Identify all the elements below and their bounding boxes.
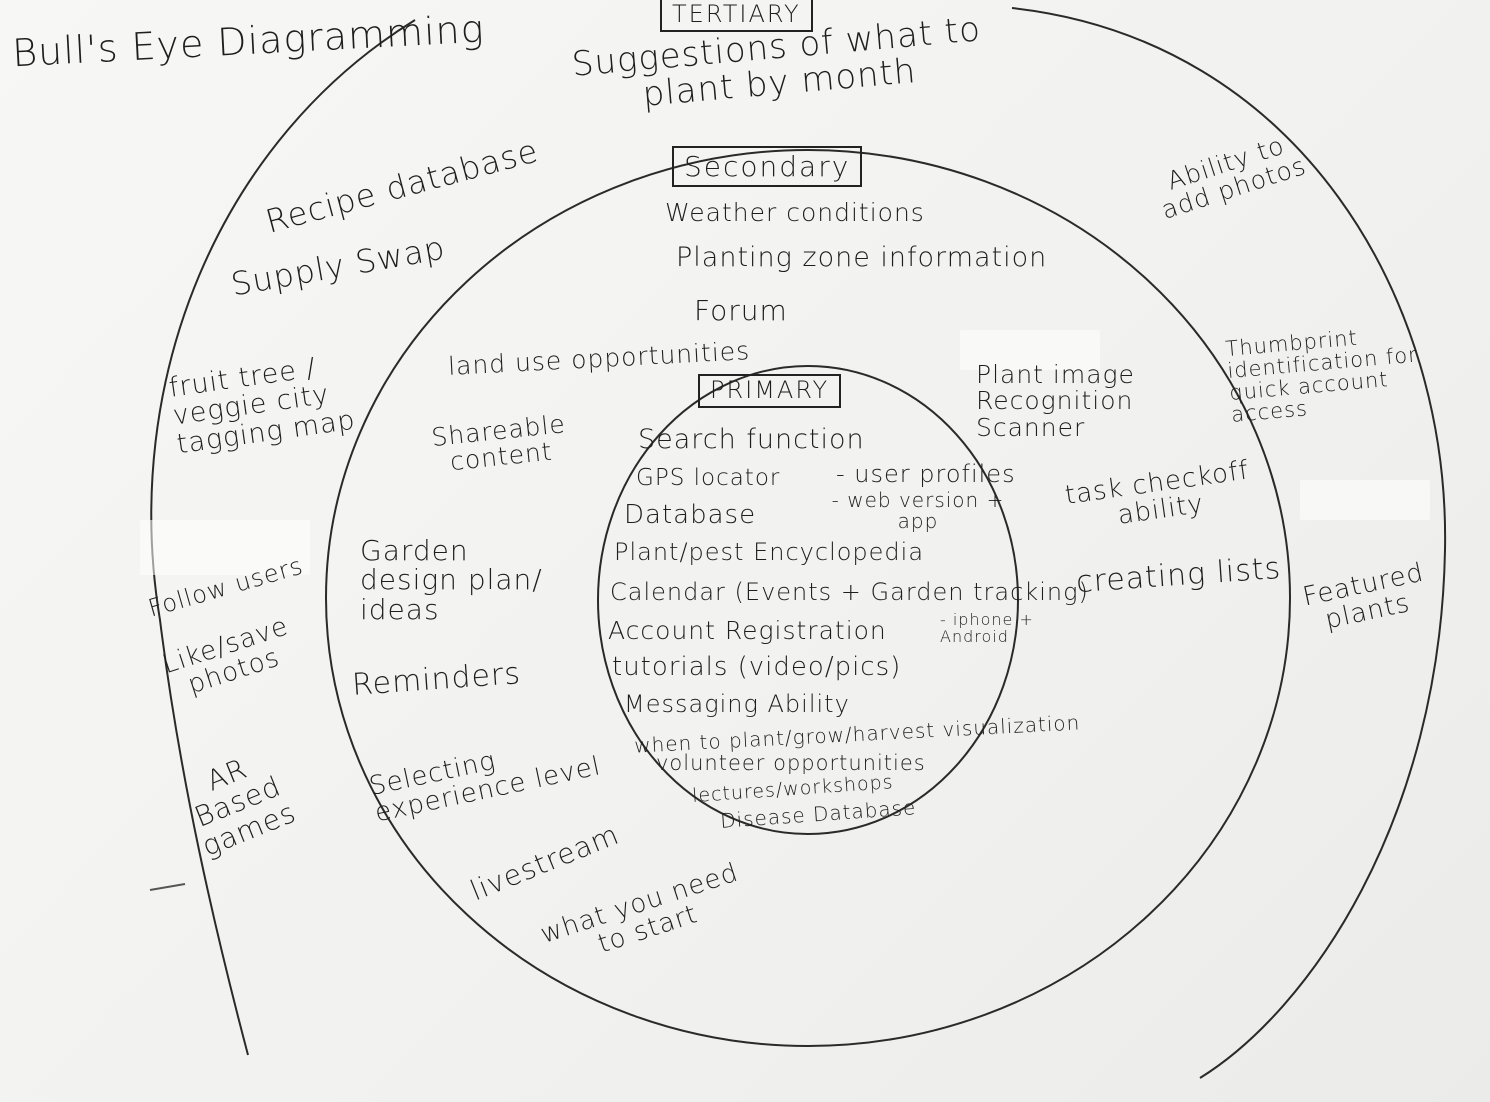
tape-patch	[960, 330, 1100, 370]
primary-item-search: Search function	[638, 424, 865, 455]
secondary-item-plant-scanner: Plant image Recognition Scanner	[976, 360, 1135, 442]
secondary-item-forum: Forum	[694, 294, 788, 327]
primary-item-calendar: Calendar (Events + Garden tracking)	[610, 578, 1089, 606]
secondary-item-weather: Weather conditions	[665, 198, 925, 227]
outer-ring-right-arc	[1011, 7, 1447, 1079]
tape-patch	[140, 520, 310, 575]
primary-item-account-registration: Account Registration	[608, 616, 887, 645]
primary-item-tutorials: tutorials (video/pics)	[612, 652, 902, 682]
primary-item-web-version: - web version + app	[831, 488, 1005, 533]
tertiary-heading: TERTIARY	[660, 0, 813, 32]
primary-item-user-profiles: - user profiles	[836, 460, 1016, 488]
primary-heading: PRIMARY	[698, 374, 842, 408]
primary-item-encyclopedia: Plant/pest Encyclopedia	[614, 538, 925, 566]
tape-patch	[1300, 480, 1430, 520]
secondary-item-garden-design: Garden design plan/ ideas	[360, 534, 543, 626]
primary-item-database: Database	[624, 500, 757, 530]
primary-item-gps: GPS locator	[636, 465, 781, 491]
primary-item-iphone-android: - iphone + Android	[940, 610, 1034, 646]
secondary-heading: Secondary	[672, 146, 863, 187]
stray-mark	[149, 883, 186, 891]
primary-item-messaging: Messaging Ability	[624, 690, 850, 718]
primary-ring	[597, 365, 1019, 835]
primary-item-volunteer: volunteer opportunities	[656, 751, 926, 775]
secondary-ring	[325, 149, 1291, 1047]
secondary-item-planting-zone: Planting zone information	[676, 242, 1048, 273]
